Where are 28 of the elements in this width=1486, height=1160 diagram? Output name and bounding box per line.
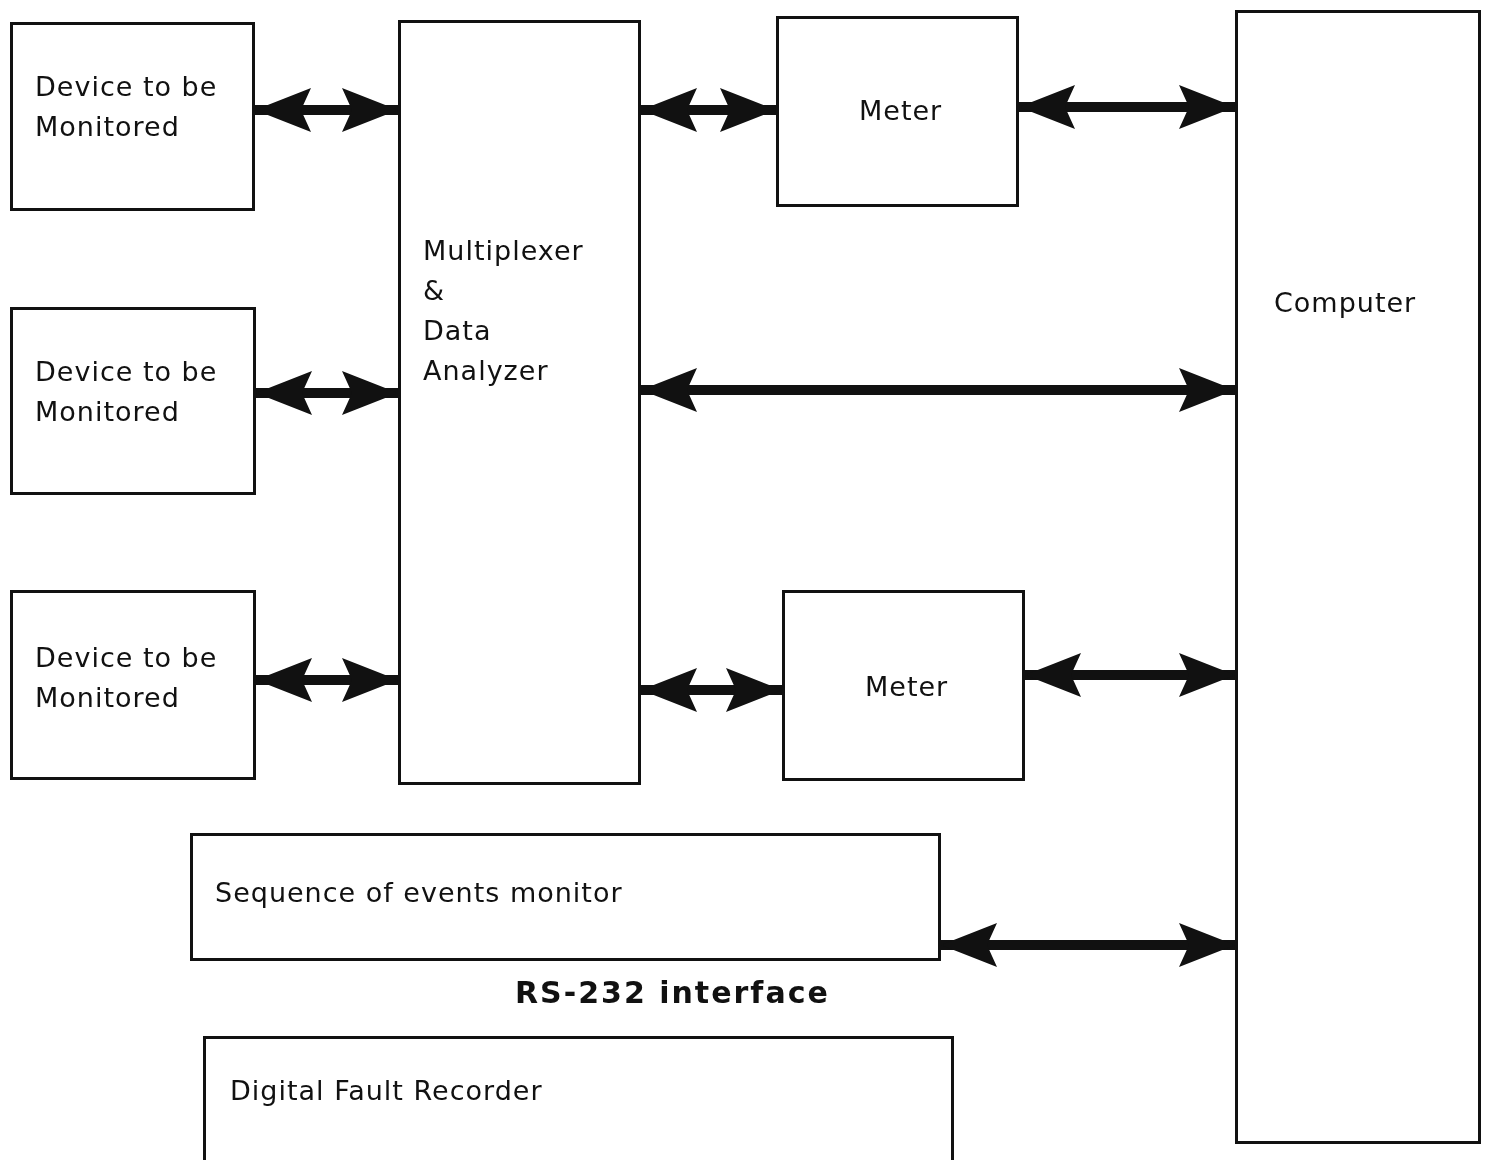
process-box: [10, 22, 255, 211]
interface-label: RS-232 interface: [515, 975, 830, 1010]
process-box: [776, 16, 1019, 207]
process-box: [10, 590, 256, 780]
double-arrow: [255, 88, 398, 132]
process-box: [10, 307, 256, 495]
box-label: Device to be Monitored: [35, 70, 219, 144]
double-arrow: [256, 371, 398, 415]
double-arrow: [941, 923, 1235, 967]
process-box: [398, 20, 641, 785]
box-label: Device to be Monitored: [35, 641, 219, 715]
process-box: [782, 590, 1025, 781]
box-label: Digital Fault Recorder: [230, 1074, 544, 1108]
box-label: Meter: [859, 94, 944, 128]
double-arrow: [1025, 653, 1235, 697]
box-label: Meter: [865, 670, 950, 704]
double-arrow: [641, 88, 776, 132]
process-box: [190, 833, 941, 961]
box-label: Device to be Monitored: [35, 355, 219, 429]
double-arrow: [641, 668, 782, 712]
box-label: Computer: [1274, 286, 1418, 320]
double-arrow: [1019, 85, 1235, 129]
process-box: [1235, 10, 1481, 1144]
box-label: Sequence of events monitor: [215, 876, 624, 910]
box-label: Multiplexer & Data Analyzer: [423, 234, 585, 388]
process-box: [203, 1036, 954, 1160]
double-arrow: [256, 658, 398, 702]
double-arrow: [641, 368, 1235, 412]
